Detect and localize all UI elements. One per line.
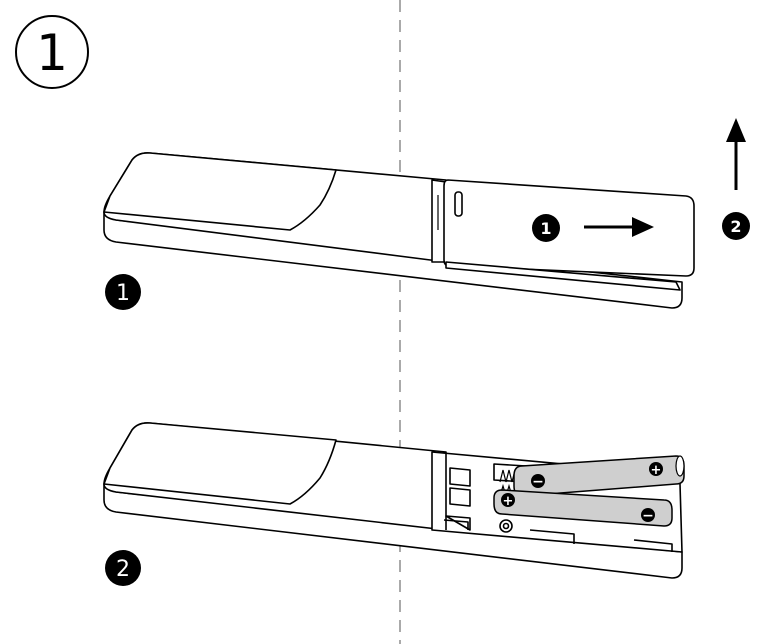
step-badge: 1 (15, 15, 89, 89)
arrow-up-icon (726, 118, 746, 190)
figure-marker-bottom-label: 2 (116, 557, 130, 582)
lift-marker: 2 (722, 212, 750, 240)
battery-upper: − + (513, 455, 685, 497)
lift-marker-label: 2 (730, 217, 741, 236)
battery-cover (443, 179, 695, 277)
figure-marker-bottom: 2 (105, 550, 141, 586)
battery-lower-minus: − (642, 508, 654, 524)
slide-marker-label: 1 (540, 219, 551, 238)
figure-marker-top-label: 1 (116, 281, 130, 306)
battery-upper-minus: − (532, 474, 544, 490)
step-number: 1 (36, 24, 68, 82)
remote-top-front-panel (103, 152, 337, 231)
arrow-right-icon (584, 217, 654, 237)
slide-marker: 1 (532, 214, 560, 242)
figure-marker-top: 1 (105, 274, 141, 310)
remote-top (103, 152, 695, 309)
battery-upper-plus: + (651, 463, 662, 478)
battery-lower: + − (493, 489, 673, 527)
cover-latch-slot (454, 191, 463, 217)
battery-lower-plus: + (503, 494, 514, 509)
remote-bottom-front-panel (103, 422, 337, 505)
